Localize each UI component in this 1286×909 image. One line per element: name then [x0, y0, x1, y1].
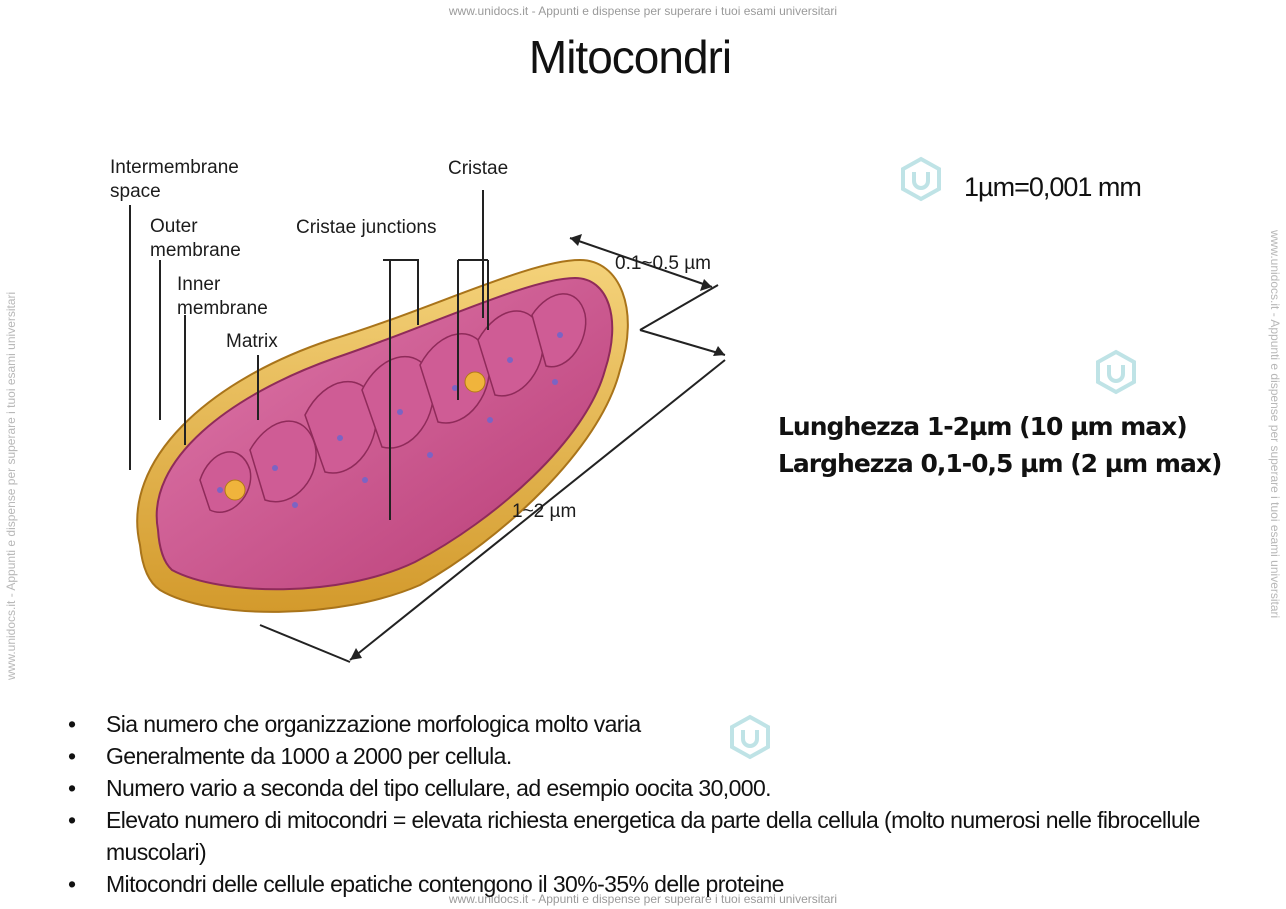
unit-conversion-note: 1µm=0,001 mm [964, 172, 1142, 202]
label-outer-membrane: Outer membrane [150, 216, 241, 261]
dimensions-block: Lunghezza 1-2µm (10 µm max) Larghezza 0,… [778, 408, 1222, 482]
mitochondrion-diagram: Intermembrane space Outer membrane Inner… [100, 150, 780, 680]
label-length-dimension: 1~2 µm [512, 501, 577, 522]
list-item: Elevato numero di mitocondri = elevata r… [60, 804, 1260, 868]
watermark-left: www.unidocs.it - Appunti e dispense per … [4, 291, 18, 680]
width-text: Larghezza 0,1-0,5 µm (2 µm max) [778, 449, 1222, 478]
label-cristae-junctions: Cristae junctions [296, 217, 437, 238]
list-item: Sia numero che organizzazione morfologic… [60, 708, 1260, 740]
watermark-top: www.unidocs.it - Appunti e dispense per … [448, 4, 838, 18]
label-inner-membrane: Inner membrane [177, 274, 268, 319]
label-width-dimension: 0.1~0.5 µm [615, 253, 711, 274]
list-item: Generalmente da 1000 a 2000 per cellula. [60, 740, 1260, 772]
bullet-list: Sia numero che organizzazione morfologic… [60, 708, 1260, 900]
label-cristae: Cristae [448, 158, 509, 179]
page-title: Mitocondri [528, 31, 732, 83]
list-item: Mitocondri delle cellule epatiche conten… [60, 868, 1260, 900]
length-text: Lunghezza 1-2µm (10 µm max) [778, 412, 1188, 441]
mitochondrion-illustration [129, 190, 726, 663]
watermark-right: www.unidocs.it - Appunti e dispense per … [1268, 230, 1282, 619]
label-matrix: Matrix [226, 331, 278, 352]
list-item: Numero vario a seconda del tipo cellular… [60, 772, 1260, 804]
watermark-logo-icon [1096, 349, 1136, 395]
label-intermembrane-space: Intermembrane space [110, 157, 239, 202]
watermark-logo-icon [901, 156, 941, 202]
